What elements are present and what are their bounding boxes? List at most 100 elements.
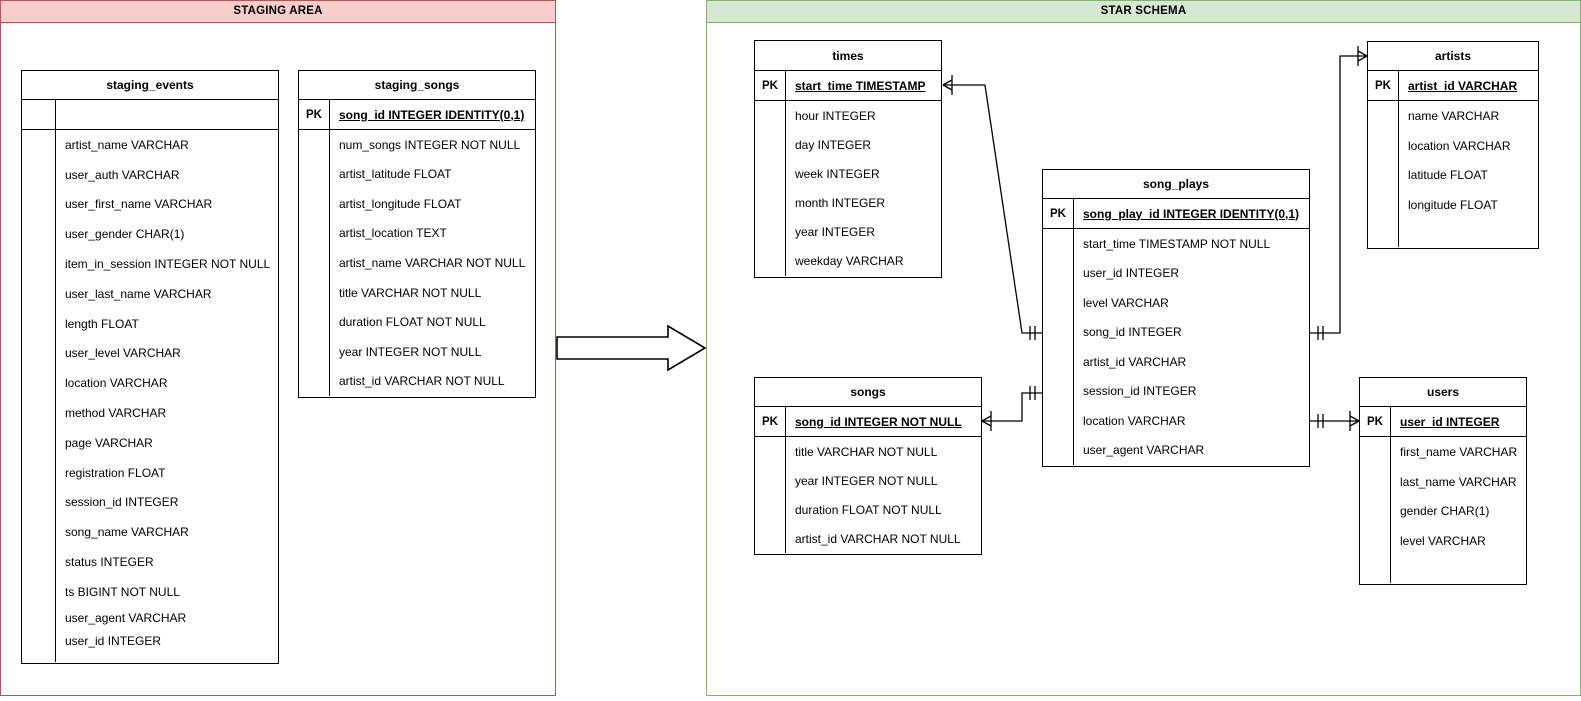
field-row: num_songs INTEGER NOT NULL — [339, 137, 521, 152]
field-row: week INTEGER — [795, 166, 880, 181]
field-row: registration FLOAT — [65, 465, 166, 480]
entity-songs[interactable]: songs PK song_id INTEGER NOT NULL title … — [754, 377, 982, 555]
field-row: location VARCHAR — [1408, 138, 1511, 153]
fields-block-artists: name VARCHAR location VARCHAR latitude F… — [1368, 101, 1538, 247]
field-row: status INTEGER — [65, 555, 154, 570]
field-row: day INTEGER — [795, 137, 872, 152]
field-row: artist_name VARCHAR — [65, 137, 189, 152]
fields-gutter-users — [1360, 437, 1391, 583]
staging-area-header: STAGING AREA — [0, 0, 556, 23]
entity-users[interactable]: users PK user_id INTEGER first_name VARC… — [1359, 377, 1527, 585]
fields-list-songs: title VARCHAR NOT NULL year INTEGER NOT … — [786, 437, 981, 553]
etl-flow-arrow — [556, 324, 707, 372]
field-row: level VARCHAR — [1083, 295, 1169, 310]
pk-field-times: start_time TIMESTAMP — [795, 78, 926, 93]
field-row: artist_latitude FLOAT — [339, 167, 452, 182]
entity-staging-events[interactable]: staging_events artist_name VARCHAR user_… — [21, 70, 279, 664]
entity-song-plays[interactable]: song_plays PK song_play_id INTEGER IDENT… — [1042, 169, 1310, 467]
fields-block-times: hour INTEGER day INTEGER week INTEGER mo… — [755, 101, 941, 276]
field-row: artist_location TEXT — [339, 226, 447, 241]
field-row: song_name VARCHAR — [65, 525, 189, 540]
field-row: session_id INTEGER — [1083, 384, 1197, 399]
field-row: session_id INTEGER — [65, 495, 179, 510]
field-row: song_id INTEGER — [1083, 325, 1182, 340]
fields-block-song-plays: start_time TIMESTAMP NOT NULL user_id IN… — [1043, 229, 1309, 465]
field-row: user_last_name VARCHAR — [65, 286, 212, 301]
pk-field-staging-events — [56, 100, 278, 129]
entity-staging-songs[interactable]: staging_songs PK song_id INTEGER IDENTIT… — [298, 70, 536, 398]
field-row: weekday VARCHAR — [795, 254, 904, 269]
field-row: location VARCHAR — [1083, 413, 1186, 428]
pk-row-users: PK user_id INTEGER — [1360, 407, 1526, 437]
star-schema-title: STAR SCHEMA — [1100, 5, 1187, 17]
fields-list-song-plays: start_time TIMESTAMP NOT NULL user_id IN… — [1074, 229, 1309, 465]
field-row: ts BIGINT NOT NULL — [65, 584, 180, 599]
pk-label-staging-songs: PK — [299, 100, 330, 129]
field-row: artist_name VARCHAR NOT NULL — [339, 256, 526, 271]
pk-label-song-plays: PK — [1043, 199, 1074, 228]
fields-block-users: first_name VARCHAR last_name VARCHAR gen… — [1360, 437, 1526, 583]
field-row: user_gender CHAR(1) — [65, 227, 185, 242]
field-row: duration FLOAT NOT NULL — [795, 502, 942, 517]
field-row: longitude FLOAT — [1408, 198, 1498, 213]
star-schema-header: STAR SCHEMA — [706, 0, 1581, 23]
pk-row-staging-songs: PK song_id INTEGER IDENTITY(0,1) — [299, 100, 535, 130]
fields-block-songs: title VARCHAR NOT NULL year INTEGER NOT … — [755, 437, 981, 553]
field-row: artist_id VARCHAR — [1083, 354, 1187, 369]
fields-gutter-staging-songs — [299, 130, 330, 396]
pk-label-users: PK — [1360, 407, 1391, 436]
field-row: user_first_name VARCHAR — [65, 197, 213, 212]
pk-row-songs: PK song_id INTEGER NOT NULL — [755, 407, 981, 437]
field-row: level VARCHAR — [1400, 534, 1486, 549]
fields-list-users: first_name VARCHAR last_name VARCHAR gen… — [1391, 437, 1526, 583]
field-row: artist_id VARCHAR NOT NULL — [795, 531, 961, 546]
field-row: user_id INTEGER — [65, 634, 162, 649]
fields-block-staging-songs: num_songs INTEGER NOT NULL artist_latitu… — [299, 130, 535, 396]
field-row: month INTEGER — [795, 196, 886, 211]
fields-list-artists: name VARCHAR location VARCHAR latitude F… — [1399, 101, 1538, 247]
field-row: gender CHAR(1) — [1400, 504, 1490, 519]
fields-gutter-song-plays — [1043, 229, 1074, 465]
pk-row-staging-events — [22, 100, 278, 130]
field-row: hour INTEGER — [795, 108, 876, 123]
field-row: user_agent VARCHAR — [1083, 443, 1205, 458]
fields-list-staging-songs: num_songs INTEGER NOT NULL artist_latitu… — [330, 130, 535, 396]
field-row: year INTEGER — [795, 225, 876, 240]
field-row: user_id INTEGER — [1083, 266, 1180, 281]
fields-gutter-artists — [1368, 101, 1399, 247]
field-row: user_level VARCHAR — [65, 346, 181, 361]
pk-label-songs: PK — [755, 407, 786, 436]
field-row: artist_longitude FLOAT — [339, 196, 462, 211]
pk-field-users: user_id INTEGER — [1400, 414, 1500, 429]
entity-title-songs: songs — [755, 378, 981, 407]
entity-title-staging-events: staging_events — [22, 71, 278, 100]
field-row: page VARCHAR — [65, 435, 153, 450]
field-row: year INTEGER NOT NULL — [339, 344, 482, 359]
field-row: title VARCHAR NOT NULL — [339, 285, 482, 300]
entity-title-users: users — [1360, 378, 1526, 407]
field-row: user_auth VARCHAR — [65, 167, 180, 182]
field-row: first_name VARCHAR — [1400, 444, 1518, 459]
pk-row-song-plays: PK song_play_id INTEGER IDENTITY(0,1) — [1043, 199, 1309, 229]
staging-area-title: STAGING AREA — [233, 5, 323, 17]
fields-list-staging-events: artist_name VARCHAR user_auth VARCHAR us… — [56, 130, 278, 662]
pk-field-songs: song_id INTEGER NOT NULL — [795, 414, 962, 429]
entity-title-staging-songs: staging_songs — [299, 71, 535, 100]
entity-title-artists: artists — [1368, 42, 1538, 71]
field-row: latitude FLOAT — [1408, 168, 1488, 183]
fields-list-times: hour INTEGER day INTEGER week INTEGER mo… — [786, 101, 941, 276]
field-row: start_time TIMESTAMP NOT NULL — [1083, 236, 1271, 251]
field-row: location VARCHAR — [65, 376, 168, 391]
entity-times[interactable]: times PK start_time TIMESTAMP hour INTEG… — [754, 40, 942, 278]
fields-gutter-staging-events — [22, 130, 56, 662]
fields-gutter-songs — [755, 437, 786, 553]
pk-row-times: PK start_time TIMESTAMP — [755, 71, 941, 101]
pk-row-artists: PK artist_id VARCHAR — [1368, 71, 1538, 101]
fields-gutter-times — [755, 101, 786, 276]
field-row: last_name VARCHAR — [1400, 474, 1517, 489]
entity-artists[interactable]: artists PK artist_id VARCHAR name VARCHA… — [1367, 41, 1539, 249]
entity-title-times: times — [755, 41, 941, 71]
field-row: year INTEGER NOT NULL — [795, 473, 938, 488]
field-row: title VARCHAR NOT NULL — [795, 444, 938, 459]
